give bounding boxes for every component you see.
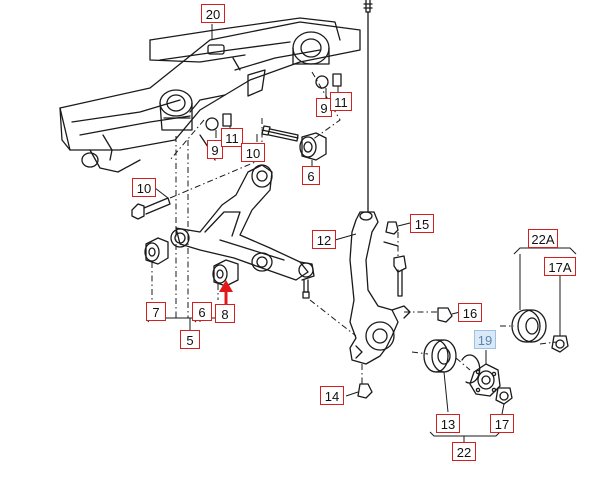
label-5: 5 bbox=[180, 330, 200, 349]
bolt-10-upper bbox=[261, 125, 299, 142]
label-11-upper: 11 bbox=[330, 92, 352, 111]
circlip bbox=[461, 354, 481, 384]
bolt-15 bbox=[385, 221, 399, 235]
nut-11-upper bbox=[332, 73, 342, 87]
label-6-upper: 6 bbox=[302, 166, 320, 185]
pin-small bbox=[397, 269, 403, 297]
nut-11-lower bbox=[222, 113, 232, 127]
washer-9-upper bbox=[315, 75, 329, 89]
nut-16 bbox=[437, 307, 453, 323]
label-17A: 17A bbox=[544, 257, 576, 276]
label-9-lower: 9 bbox=[207, 140, 223, 159]
label-9-upper: 9 bbox=[316, 98, 332, 117]
control-arm bbox=[170, 164, 315, 299]
label-8: 8 bbox=[215, 304, 235, 323]
washer-9-lower bbox=[205, 117, 219, 131]
strut-rod bbox=[363, 0, 373, 213]
label-11-lower: 11 bbox=[221, 128, 243, 147]
wheel-bearing-13 bbox=[423, 339, 457, 373]
label-6-lower: 6 bbox=[192, 302, 212, 321]
steering-knuckle bbox=[349, 211, 411, 365]
label-14: 14 bbox=[320, 386, 344, 405]
bolt-10-lower bbox=[131, 197, 171, 220]
subframe-mount-front bbox=[159, 89, 193, 131]
label-20: 20 bbox=[201, 4, 225, 23]
label-7: 7 bbox=[146, 302, 166, 321]
alignment-lines bbox=[151, 71, 557, 384]
label-16: 16 bbox=[458, 303, 482, 322]
ball-stud-small bbox=[393, 255, 407, 273]
label-22: 22 bbox=[452, 442, 476, 461]
label-13: 13 bbox=[436, 414, 460, 433]
label-22A: 22A bbox=[528, 229, 558, 248]
label-12: 12 bbox=[312, 230, 336, 249]
label-10-lower: 10 bbox=[132, 178, 156, 197]
subframe-mount-rear bbox=[292, 31, 330, 65]
wheel-hub-19 bbox=[469, 363, 501, 397]
nut-14 bbox=[357, 383, 373, 399]
label-10-upper: 10 bbox=[241, 143, 265, 162]
nut-17A bbox=[551, 335, 569, 353]
pointer-arrow bbox=[219, 280, 233, 304]
label-17: 17 bbox=[490, 414, 514, 433]
bushing-8 bbox=[212, 259, 239, 287]
bushing-6-upper bbox=[299, 132, 327, 161]
bushing-7 bbox=[144, 237, 169, 265]
hub-assembly-22A bbox=[511, 309, 547, 343]
subframe-crossmember bbox=[59, 17, 361, 173]
label-15: 15 bbox=[410, 214, 434, 233]
label-19: 19 bbox=[474, 330, 496, 349]
nut-17 bbox=[495, 387, 513, 405]
